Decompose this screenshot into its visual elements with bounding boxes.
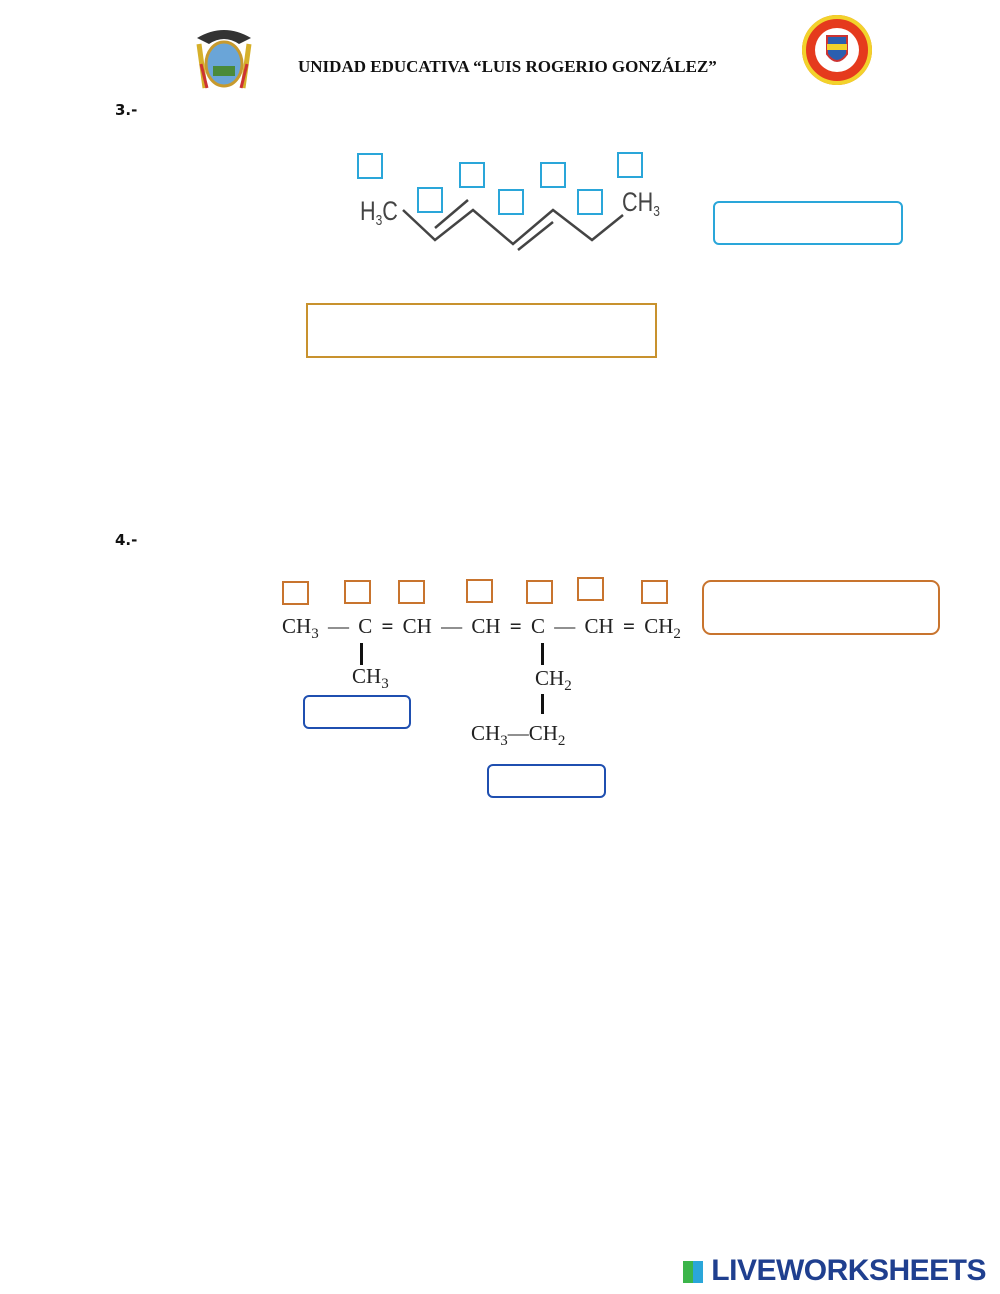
methyl-branch: CH3 bbox=[352, 664, 389, 692]
carbon-number-box-6[interactable] bbox=[577, 577, 604, 601]
question-4-number: 4.- bbox=[115, 531, 138, 549]
answer-input-q4-name[interactable] bbox=[702, 580, 940, 635]
carbon-number-box-1[interactable] bbox=[357, 153, 383, 179]
answer-input-methyl-branch[interactable] bbox=[303, 695, 411, 729]
h3c-group: H3C bbox=[360, 196, 398, 229]
answer-input-q3-name[interactable] bbox=[306, 303, 657, 358]
hexadiene-skeletal-structure bbox=[402, 199, 624, 251]
carbon-number-box-2[interactable] bbox=[417, 187, 443, 213]
answer-input-q3-type[interactable] bbox=[713, 201, 903, 245]
school-title: UNIDAD EDUCATIVA “LUIS ROGERIO GONZÁLEZ” bbox=[298, 57, 717, 76]
bond-line bbox=[541, 694, 544, 714]
main-chain-formula: CH3 — C = CH — CH = C — CH = CH2 bbox=[282, 614, 681, 642]
liveworksheets-logo: LIVE LIVEWORKSHEETS bbox=[683, 1254, 986, 1288]
carbon-number-box-5[interactable] bbox=[526, 580, 553, 604]
question-3-number: 3.- bbox=[115, 101, 138, 119]
ecuador-coat-of-arms-logo bbox=[196, 30, 252, 89]
answer-input-ethyl-branch[interactable] bbox=[487, 764, 606, 798]
carbon-number-box-6[interactable] bbox=[577, 189, 603, 215]
ethyl-ch3-ch2: CH3—CH2 bbox=[471, 721, 566, 749]
ethyl-ch2: CH2 bbox=[535, 666, 572, 694]
carbon-number-box-3[interactable] bbox=[459, 162, 485, 188]
carbon-number-box-1[interactable] bbox=[282, 581, 309, 605]
carbon-number-box-4[interactable] bbox=[466, 579, 493, 603]
carbon-number-box-2[interactable] bbox=[344, 580, 371, 604]
carbon-number-box-4[interactable] bbox=[498, 189, 524, 215]
school-crest-logo bbox=[802, 15, 872, 85]
liveworksheets-icon: LIVE bbox=[683, 1261, 704, 1284]
carbon-number-box-7[interactable] bbox=[641, 580, 668, 604]
ch3-group: CH3 bbox=[622, 187, 660, 220]
carbon-number-box-5[interactable] bbox=[540, 162, 566, 188]
bond-line bbox=[541, 643, 544, 665]
carbon-number-box-3[interactable] bbox=[398, 580, 425, 604]
bond-line bbox=[360, 643, 363, 665]
carbon-number-box-7[interactable] bbox=[617, 152, 643, 178]
